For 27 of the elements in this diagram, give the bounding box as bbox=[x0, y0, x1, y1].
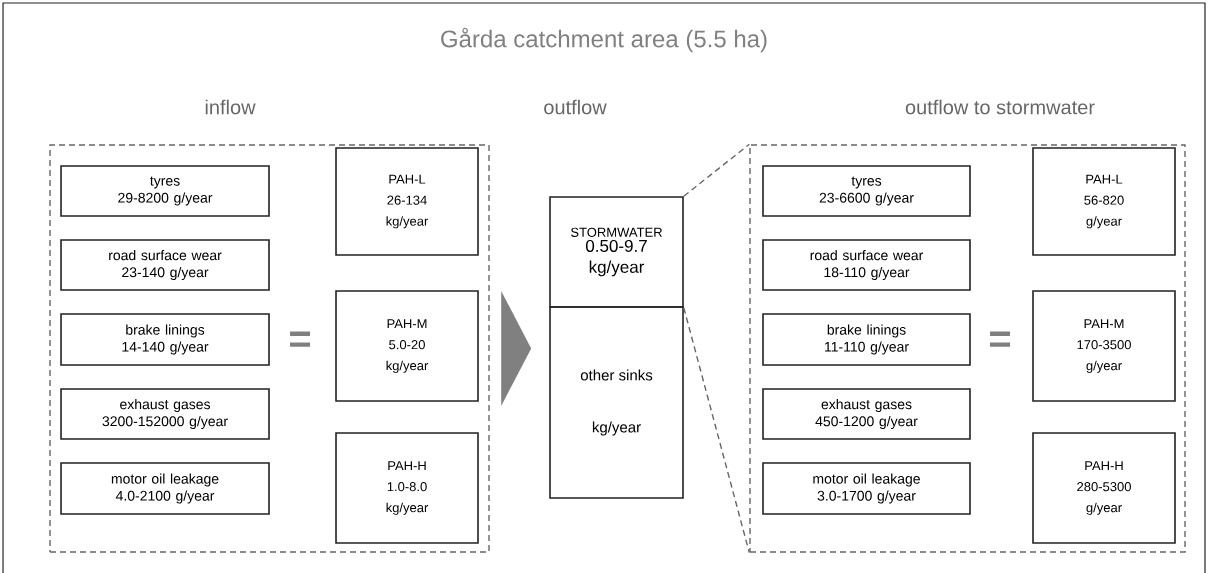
source-box: brake linings 11-110 g/year bbox=[762, 313, 971, 366]
flow-arrow bbox=[501, 291, 532, 406]
equals-sign: = bbox=[290, 331, 311, 347]
total-box: PAH-M 170-3500 g/year bbox=[1032, 290, 1176, 402]
zoom-line bbox=[683, 143, 750, 197]
source-box: motor oil leakage 4.0-2100 g/year bbox=[60, 462, 270, 515]
total-box: PAH-L 56-820 g/year bbox=[1032, 147, 1176, 256]
column-heading: outflow bbox=[544, 99, 607, 115]
node-label: outflow to stormwater bbox=[905, 99, 1095, 115]
source-box: tyres 29-8200 g/year bbox=[60, 165, 270, 217]
stormwater-box: STORMWATER 0.50-9.7 kg/year bbox=[549, 196, 684, 308]
source-box: tyres 23-6600 g/year bbox=[762, 165, 971, 217]
source-box: road surface wear 18-110 g/year bbox=[762, 239, 971, 291]
source-box: exhaust gases 450-1200 g/year bbox=[762, 388, 971, 440]
title: Gårda catchment area (5.5 ha) bbox=[441, 27, 767, 53]
source-box: motor oil leakage 3.0-1700 g/year bbox=[762, 462, 971, 515]
source-box: road surface wear 23-140 g/year bbox=[60, 239, 270, 291]
total-box: PAH-H 280-5300 g/year bbox=[1032, 432, 1176, 544]
source-box: exhaust gases 3200-152000 g/year bbox=[60, 388, 270, 440]
sinks-box: other sinks kg/year bbox=[549, 306, 684, 499]
total-box: PAH-L 26-134 kg/year bbox=[335, 147, 479, 256]
zoom-line bbox=[683, 307, 750, 554]
total-box: PAH-H 1.0-8.0 kg/year bbox=[335, 432, 479, 544]
total-box: PAH-M 5.0-20 kg/year bbox=[335, 290, 479, 402]
equals-sign: = bbox=[990, 331, 1011, 347]
node-label: inflow bbox=[205, 99, 256, 115]
source-box: brake linings 14-140 g/year bbox=[60, 313, 270, 366]
